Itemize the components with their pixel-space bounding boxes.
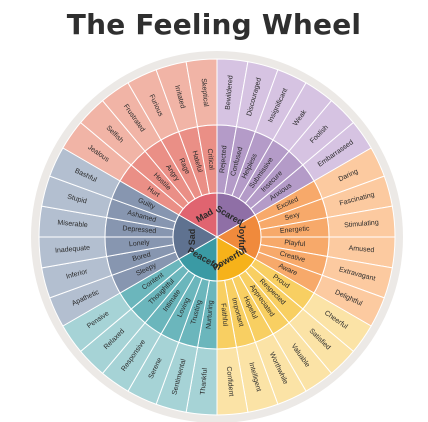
core-segment-joyful (216, 214, 262, 260)
core-segment-scared (216, 192, 256, 238)
mid-label-rejected: Rejected (219, 145, 228, 173)
mid-label-energetic: Energetic (280, 225, 311, 235)
core-label-joyful: Joyful (237, 224, 247, 251)
outer-label-bewildered: Bewildered (225, 75, 235, 110)
core-segment-sad (172, 214, 218, 260)
outer-label-miserable: Miserable (57, 220, 88, 230)
outer-label-skeptical: Skeptical (200, 78, 209, 107)
mid-label-nurturing: Nurturing (205, 300, 214, 329)
mid-label-bored: Bored (132, 251, 152, 263)
core-segment-mad (178, 192, 218, 238)
outer-label-confident: Confident (225, 366, 235, 397)
core-ring (172, 192, 262, 282)
mid-label-sexy: Sexy (284, 211, 301, 222)
outer-label-thankful: Thankful (200, 367, 209, 395)
mid-label-depressed: Depressed (122, 225, 156, 235)
mid-label-lonely: Lonely (129, 239, 151, 248)
core-label-sad: Sad (187, 229, 197, 246)
mid-label-critical: Critical (206, 148, 215, 170)
outer-label-inadequate: Inadequate (55, 245, 91, 255)
outer-label-stupid: Stupid (66, 194, 87, 206)
outer-label-stimulating: Stimulating (344, 219, 379, 229)
core-segment-powerful (216, 236, 256, 282)
page-title: The Feeling Wheel (66, 8, 362, 41)
mid-label-faithful: Faithful (219, 303, 228, 327)
mid-label-playful: Playful (284, 239, 306, 248)
outer-label-amused: Amused (348, 245, 374, 254)
outer-ring (38, 58, 396, 416)
core-segment-peaceful (178, 236, 218, 282)
